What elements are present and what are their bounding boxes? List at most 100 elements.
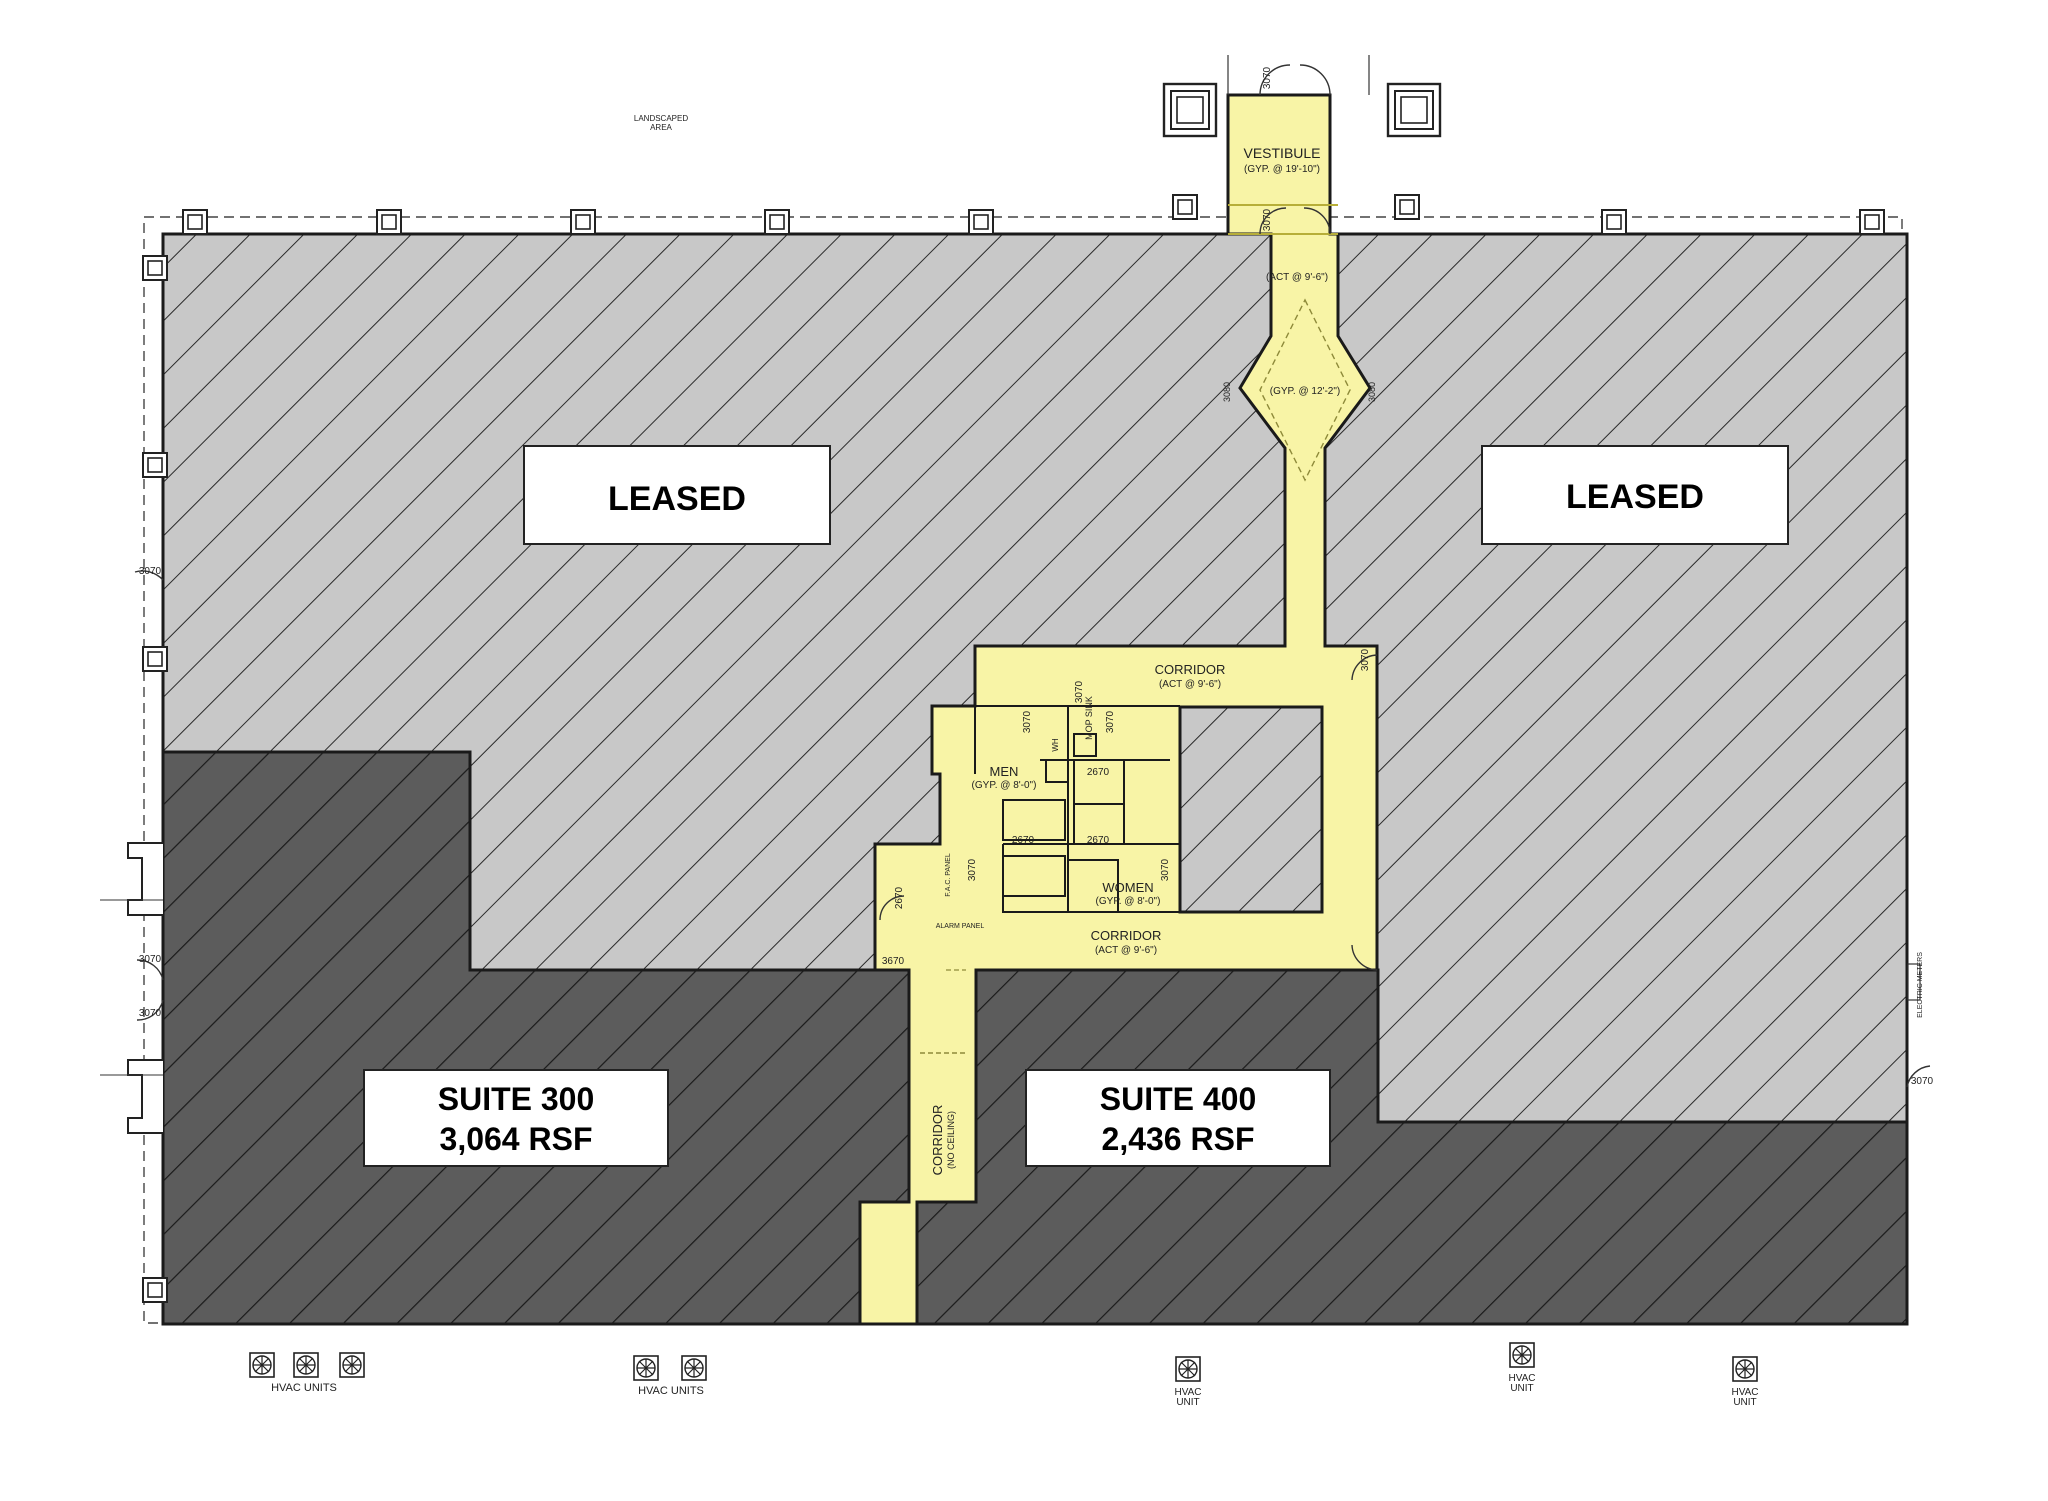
hvac-fan-icon bbox=[249, 1352, 275, 1378]
women-label: WOMEN bbox=[1102, 880, 1153, 895]
svg-text:3080: 3080 bbox=[1222, 382, 1232, 402]
svg-text:3070: 3070 bbox=[967, 858, 978, 881]
svg-text:MOP SINK: MOP SINK bbox=[1084, 696, 1094, 740]
svg-text:UNIT: UNIT bbox=[1176, 1397, 1199, 1408]
column-icon bbox=[182, 209, 208, 235]
hvac-fan-icon bbox=[681, 1355, 707, 1381]
door-corridor-upper[interactable] bbox=[1351, 654, 1378, 681]
entry-gyp-label: (GYP. @ 12'-2") bbox=[1270, 386, 1340, 397]
corridor-lower-label: CORRIDOR bbox=[1091, 928, 1162, 943]
svg-text:3080: 3080 bbox=[1367, 382, 1377, 402]
svg-text:3070: 3070 bbox=[1160, 858, 1171, 881]
door-corridor-west[interactable] bbox=[879, 895, 905, 921]
door-tags: 3070 3070 3080 3080 3070 3070 3070 3070 … bbox=[139, 66, 1934, 1087]
hvac-fan-icon bbox=[339, 1352, 365, 1378]
suite-300-area-label: 3,064 RSF bbox=[440, 1121, 593, 1157]
hvac-fan-icon bbox=[1175, 1356, 1201, 1382]
corridor-upper-ceiling: (ACT @ 9'-6") bbox=[1159, 679, 1221, 690]
svg-text:2670: 2670 bbox=[1087, 767, 1110, 778]
svg-text:HVAC: HVAC bbox=[1731, 1387, 1758, 1398]
common-area bbox=[858, 93, 1379, 1326]
column-icon bbox=[376, 209, 402, 235]
column-icon bbox=[142, 255, 168, 281]
electric-meters-label: ELECTRIC METERS bbox=[1917, 952, 1924, 1018]
hvac-units-label: HVAC UNITS bbox=[271, 1382, 337, 1394]
column-icon bbox=[1859, 209, 1885, 235]
column-icon bbox=[1162, 82, 1218, 138]
door-left-1[interactable] bbox=[134, 570, 164, 581]
vestibule-label: VESTIBULE bbox=[1243, 145, 1320, 161]
door-right[interactable] bbox=[1906, 1065, 1931, 1088]
wh-label: WH bbox=[1051, 738, 1060, 752]
hvac-fan-icon bbox=[633, 1355, 659, 1381]
men-label: MEN bbox=[990, 764, 1019, 779]
door-left-3[interactable] bbox=[136, 999, 164, 1021]
column-icon bbox=[142, 452, 168, 478]
svg-text:WH: WH bbox=[1051, 738, 1060, 752]
corridor-lower-ceiling: (ACT @ 9'-6") bbox=[1095, 945, 1157, 956]
svg-text:ELECTRIC METERS: ELECTRIC METERS bbox=[1917, 952, 1924, 1018]
svg-text:2670: 2670 bbox=[894, 886, 905, 909]
column-icon bbox=[570, 209, 596, 235]
entry-doors[interactable] bbox=[1227, 55, 1370, 235]
svg-text:3070: 3070 bbox=[1262, 66, 1273, 89]
hvac-units-group-1: HVAC UNITS bbox=[249, 1352, 365, 1394]
landscaped-label: LANDSCAPED bbox=[634, 114, 688, 123]
svg-text:3070: 3070 bbox=[139, 566, 162, 577]
svg-text:HVAC: HVAC bbox=[1508, 1373, 1535, 1384]
column-icon bbox=[142, 646, 168, 672]
suite-300-label[interactable]: SUITE 300 3,064 RSF bbox=[363, 1069, 669, 1167]
hvac-unit-2: HVAC UNIT bbox=[1508, 1342, 1536, 1394]
suite-400-name: SUITE 400 bbox=[1100, 1081, 1257, 1117]
svg-text:HVAC: HVAC bbox=[1174, 1387, 1201, 1398]
svg-text:UNIT: UNIT bbox=[1733, 1397, 1756, 1408]
svg-text:2670: 2670 bbox=[1087, 835, 1110, 846]
leased-left-label: LEASED bbox=[523, 445, 831, 545]
door-left-2[interactable] bbox=[136, 959, 164, 981]
svg-text:(NO CEILING): (NO CEILING) bbox=[946, 1111, 956, 1169]
door-corridor-lower[interactable] bbox=[1351, 944, 1378, 971]
restroom-walls bbox=[875, 705, 1180, 913]
entry-act-label: (ACT @ 9'-6") bbox=[1266, 272, 1328, 283]
mop-sink-label: MOP SINK bbox=[1084, 696, 1094, 740]
hvac-unit-1: HVAC UNIT bbox=[1174, 1356, 1202, 1408]
column-icon bbox=[968, 209, 994, 235]
column-icon bbox=[1386, 82, 1442, 138]
svg-text:2670: 2670 bbox=[1012, 835, 1035, 846]
men-ceiling: (GYP. @ 8'-0") bbox=[972, 780, 1037, 791]
suite-400-label[interactable]: SUITE 400 2,436 RSF bbox=[1025, 1069, 1331, 1167]
svg-text:UNIT: UNIT bbox=[1510, 1383, 1533, 1394]
svg-text:LEASED: LEASED bbox=[608, 480, 746, 518]
suite-400-area-label: 2,436 RSF bbox=[1102, 1121, 1255, 1157]
column-icon bbox=[142, 1277, 168, 1303]
svg-text:3070: 3070 bbox=[1262, 208, 1273, 231]
hvac-units-label: HVAC UNITS bbox=[638, 1385, 704, 1397]
svg-text:3070: 3070 bbox=[1074, 680, 1085, 703]
column-icon bbox=[764, 209, 790, 235]
svg-text:3070: 3070 bbox=[1022, 710, 1033, 733]
leased-right-label: LEASED bbox=[1481, 445, 1789, 545]
svg-text:3070: 3070 bbox=[1911, 1076, 1934, 1087]
column-icon bbox=[1601, 209, 1627, 235]
svg-text:CORRIDOR: CORRIDOR bbox=[930, 1105, 945, 1176]
svg-text:3070: 3070 bbox=[1360, 648, 1371, 671]
hvac-fan-icon bbox=[1732, 1356, 1758, 1382]
suite-300-name: SUITE 300 bbox=[438, 1081, 595, 1117]
svg-text:3070: 3070 bbox=[139, 1008, 162, 1019]
svg-text:LEASED: LEASED bbox=[1566, 478, 1704, 516]
shaft-block bbox=[1178, 705, 1324, 914]
hvac-unit-3: HVAC UNIT bbox=[1731, 1356, 1759, 1408]
hvac-fan-icon bbox=[1509, 1342, 1535, 1368]
svg-text:3070: 3070 bbox=[139, 954, 162, 965]
hvac-units-group-2: HVAC UNITS bbox=[633, 1355, 707, 1397]
column-icon bbox=[1394, 194, 1420, 220]
hvac-fan-icon bbox=[293, 1352, 319, 1378]
vestibule-ceiling: (GYP. @ 19'-10") bbox=[1244, 164, 1320, 175]
fire-panel-label: F.A.C. PANEL bbox=[945, 853, 952, 897]
storefront-left-upper bbox=[127, 842, 163, 916]
landscaped-label-2: AREA bbox=[650, 123, 672, 132]
women-ceiling: (GYP. @ 8'-0") bbox=[1096, 896, 1161, 907]
electric-meter-icon bbox=[1907, 963, 1921, 1001]
corridor-upper-label: CORRIDOR bbox=[1155, 662, 1226, 677]
